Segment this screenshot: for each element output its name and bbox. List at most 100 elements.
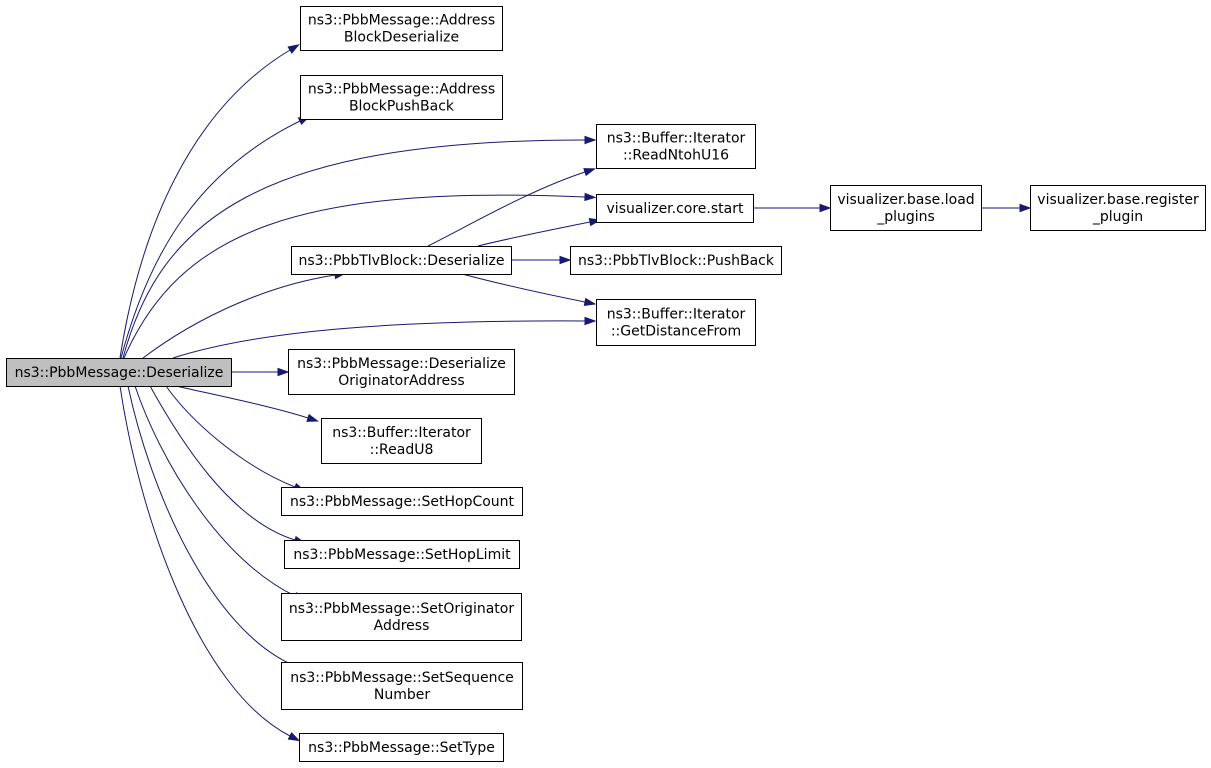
edge-line (165, 385, 296, 488)
node-label-line: ns3::PbbMessage::Address (308, 82, 495, 98)
node-label-line: visualizer.core.start (607, 201, 744, 217)
node-root[interactable]: ns3::PbbMessage::Deserialize (6, 358, 232, 387)
edge-line (122, 139, 586, 359)
edge-line (120, 120, 301, 359)
edge-arrowhead (1019, 203, 1032, 213)
edge-vizStart-to-loadPlugins (752, 203, 832, 213)
node-deserOrig[interactable]: ns3::PbbMessage::DeserializeOriginatorAd… (288, 349, 515, 395)
node-label-line: OriginatorAddress (338, 373, 464, 389)
node-label-line: ns3::PbbMessage::SetHopCount (290, 494, 515, 510)
node-box (6, 358, 232, 387)
node-box (288, 349, 515, 395)
node-label-line: ::ReadU8 (370, 442, 434, 458)
node-box (291, 246, 512, 275)
node-loadPlugins[interactable]: visualizer.base.load_plugins (830, 185, 982, 231)
edge-line (461, 273, 586, 303)
edge-line (134, 385, 296, 597)
node-label-line: ns3::PbbMessage::Address (308, 13, 495, 29)
node-label-line: ns3::PbbMessage::SetOriginator (289, 601, 514, 617)
edge-arrowhead (559, 255, 572, 265)
edge-tlvDeser-to-tlvPush (511, 255, 572, 265)
node-label-line: ns3::PbbMessage::SetType (308, 740, 495, 756)
edges-layer (119, 44, 1032, 742)
node-box (281, 487, 523, 516)
edge-arrowhead (287, 44, 300, 54)
edge-line (427, 171, 586, 247)
edge-line (175, 385, 309, 419)
edge-tlvDeser-to-getDist (461, 273, 597, 307)
edge-arrowhead (287, 732, 301, 742)
edge-root-to-deserOrig (231, 367, 290, 377)
node-vizStart[interactable]: visualizer.core.start (596, 194, 754, 223)
edge-root-to-setType (119, 385, 301, 742)
node-readU8[interactable]: ns3::Buffer::Iterator::ReadU8 (321, 418, 482, 464)
node-label-line: Address (374, 618, 430, 634)
node-setHopLimit[interactable]: ns3::PbbMessage::SetHopLimit (284, 540, 520, 569)
edge-arrowhead (584, 135, 597, 145)
edge-root-to-readU8 (175, 385, 319, 422)
node-setType[interactable]: ns3::PbbMessage::SetType (299, 733, 504, 762)
node-label-line: ns3::Buffer::Iterator (332, 425, 471, 441)
edge-line (477, 221, 591, 247)
node-label-line: ns3::Buffer::Iterator (607, 307, 746, 323)
node-label-line: ns3::PbbMessage::SetHopLimit (293, 547, 511, 563)
edge-arrowhead (584, 192, 597, 202)
node-box (284, 540, 520, 569)
edge-root-to-vizStart (123, 192, 597, 359)
edge-line (119, 49, 291, 359)
node-box (596, 299, 756, 346)
edge-line (172, 320, 586, 359)
node-label-line: ns3::Buffer::Iterator (607, 131, 746, 147)
node-label-line: ::ReadNtohU16 (623, 148, 729, 164)
edge-arrowhead (277, 367, 290, 377)
edge-line (123, 194, 586, 359)
edge-root-to-addrBlockPush (120, 115, 311, 359)
node-label-line: ns3::PbbTlvBlock::Deserialize (298, 253, 504, 269)
node-box (596, 124, 756, 169)
edge-root-to-setHopCount (165, 385, 306, 492)
edge-root-to-tlvDeser (142, 270, 347, 359)
node-label-line: _plugins (876, 209, 935, 225)
node-tlvDeser[interactable]: ns3::PbbTlvBlock::Deserialize (291, 246, 512, 275)
node-label-line: ns3::PbbTlvBlock::PushBack (578, 253, 775, 269)
edge-tlvDeser-to-vizStart (477, 217, 602, 247)
node-label-line: ns3::PbbMessage::SetSequence (290, 670, 514, 686)
edge-tlvDeser-to-readNtohU16 (427, 168, 596, 247)
node-box (300, 6, 503, 51)
node-box (281, 662, 523, 710)
edge-arrowhead (583, 297, 597, 307)
edge-root-to-setSeqNum (127, 385, 306, 671)
node-box (300, 75, 503, 120)
edge-line (127, 385, 296, 667)
node-getDist[interactable]: ns3::Buffer::Iterator::GetDistanceFrom (596, 299, 756, 346)
node-label-line: BlockPushBack (349, 99, 455, 115)
edge-root-to-readNtohU16 (122, 135, 597, 359)
node-readNtohU16[interactable]: ns3::Buffer::Iterator::ReadNtohU16 (596, 124, 756, 169)
node-setHopCount[interactable]: ns3::PbbMessage::SetHopCount (281, 487, 523, 516)
edge-loadPlugins-to-registerPlugin (980, 203, 1032, 213)
node-box (1030, 185, 1206, 231)
node-tlvPush[interactable]: ns3::PbbTlvBlock::PushBack (570, 246, 782, 275)
edge-arrowhead (819, 203, 832, 213)
edge-root-to-setHopLimit (149, 385, 307, 544)
node-label-line: visualizer.base.load (837, 192, 974, 208)
node-label-line: visualizer.base.register (1037, 192, 1199, 208)
edge-line (142, 274, 336, 359)
edge-arrowhead (583, 168, 596, 177)
node-box (830, 185, 982, 231)
node-label-line: ns3::PbbMessage::Deserialize (297, 356, 506, 372)
node-label-line: _plugin (1092, 209, 1143, 225)
edge-arrowhead (584, 316, 597, 326)
node-label-line: ::GetDistanceFrom (611, 324, 741, 340)
node-box (299, 733, 504, 762)
node-label-line: Number (374, 687, 430, 703)
edge-line (119, 385, 291, 737)
node-box (596, 194, 754, 223)
node-registerPlugin[interactable]: visualizer.base.register_plugin (1030, 185, 1206, 231)
node-label-line: BlockDeserialize (344, 30, 459, 46)
